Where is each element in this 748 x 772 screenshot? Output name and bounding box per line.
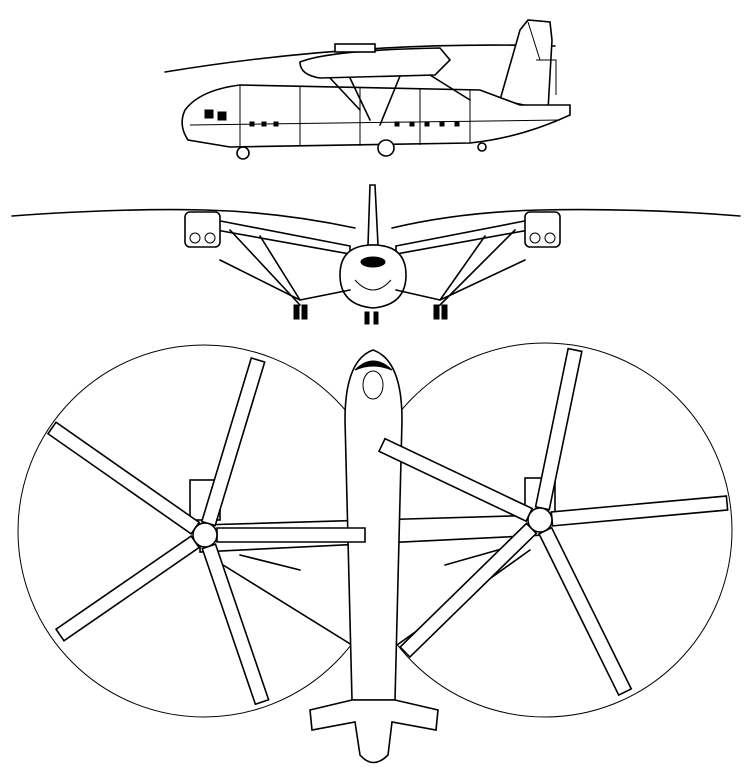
rotor-blade-left (54, 534, 201, 642)
rotor-blade-left (46, 421, 201, 535)
side-main-wheel (377, 139, 395, 157)
front-struts (219, 229, 526, 306)
rotor-blade-left (201, 543, 270, 706)
front-rotor-right (391, 208, 741, 229)
rotor-blade-right (537, 526, 633, 697)
side-pylon (299, 47, 452, 79)
rotor-blade-right (377, 437, 534, 523)
rotor-blade-left (216, 527, 366, 543)
rotor-blade-right (534, 347, 583, 511)
front-engine-left (184, 211, 221, 248)
rotor-blade-left (200, 356, 266, 527)
side-tail-wheel (477, 142, 487, 152)
top-view (17, 342, 733, 764)
front-engine-right (524, 211, 561, 248)
side-view (164, 19, 571, 160)
side-windows (204, 109, 460, 127)
rotor-blade-right (550, 495, 729, 527)
rotor-blade-right (398, 522, 538, 659)
top-tail (309, 699, 439, 764)
side-nose-wheel (236, 146, 250, 160)
side-tail-fin (498, 19, 553, 111)
side-hub (334, 43, 376, 53)
front-fin (367, 184, 379, 246)
front-rotor-left (11, 208, 356, 229)
rotor-hub-right (527, 507, 553, 533)
front-view (11, 184, 741, 325)
side-fuselage (181, 84, 571, 148)
rotor-hub-left (192, 522, 218, 548)
front-landing-gear (293, 304, 448, 325)
front-wing-right (395, 217, 541, 255)
top-fuselage (344, 349, 403, 701)
front-fuselage (339, 244, 407, 309)
